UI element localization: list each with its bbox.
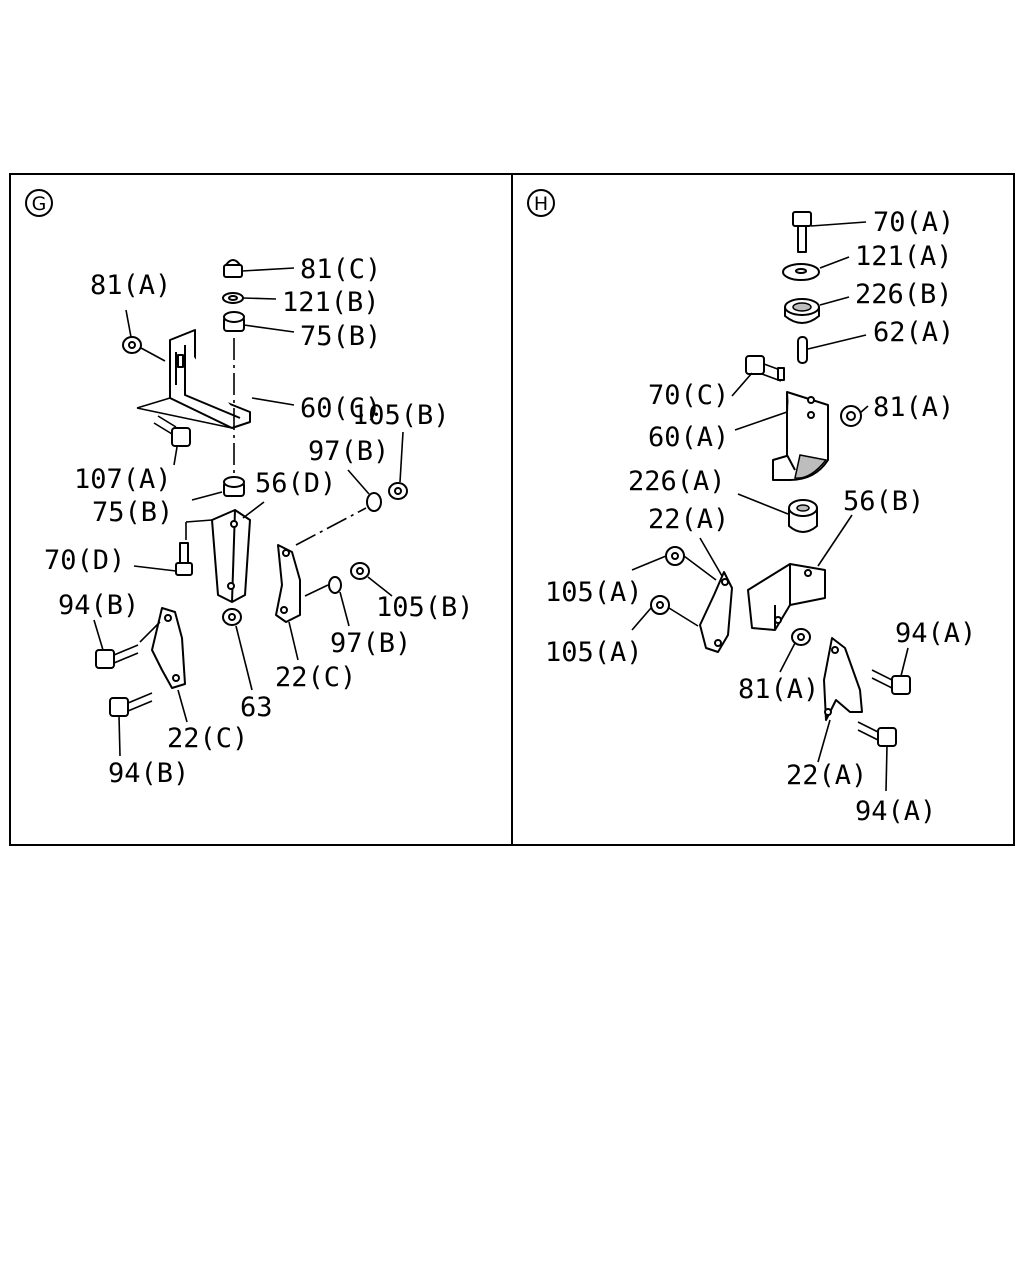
- label-h-62a: 62(A): [873, 317, 954, 348]
- label-g-63: 63: [240, 692, 273, 723]
- part-g-nut-105b-top: [388, 482, 408, 500]
- label-h-81a-bot: 81(A): [738, 674, 819, 705]
- part-g-bracket-60c: [169, 329, 251, 429]
- label-h-70a: 70(A): [873, 207, 954, 238]
- part-h-bracket-56b: [747, 563, 826, 631]
- part-h-nut-105a-top: [665, 546, 685, 566]
- label-h-121a: 121(A): [855, 241, 953, 272]
- part-g-washer-97b-bot: [328, 576, 342, 594]
- part-g-nut-81a: [122, 336, 142, 354]
- part-h-mount-226a: [788, 499, 818, 533]
- part-g-bolt-70d: [175, 542, 193, 576]
- label-g-75b-bot: 75(B): [92, 497, 173, 528]
- label-h-70c: 70(C): [648, 380, 729, 411]
- label-g-121b: 121(B): [282, 287, 380, 318]
- label-h-60a: 60(A): [648, 422, 729, 453]
- label-g-81c: 81(C): [300, 254, 381, 285]
- panel-h-badge: [527, 189, 555, 217]
- panel-g-badge: [25, 189, 53, 217]
- leaders-h: [631, 221, 909, 792]
- part-g-nut-63: [222, 608, 242, 626]
- part-h-bolt-70c: [745, 355, 785, 382]
- part-g-bracket-56d: [211, 509, 251, 603]
- part-h-strap-22a-right: [823, 637, 863, 721]
- panel-h-letter: H: [534, 193, 548, 215]
- label-h-22a-bot: 22(A): [786, 760, 867, 791]
- label-h-94a-bot: 94(A): [855, 796, 936, 827]
- label-g-22c-left: 22(C): [167, 723, 248, 754]
- part-h-pin-62a: [797, 336, 808, 364]
- part-g-bushing-bottom: [223, 476, 245, 497]
- part-g-strap-right: [275, 544, 301, 623]
- part-g-cap-nut: [223, 259, 243, 278]
- part-g-washer-hole: [228, 295, 238, 301]
- label-g-94b-top: 94(B): [58, 590, 139, 621]
- label-g-94b-bot: 94(B): [108, 758, 189, 789]
- label-h-226b: 226(B): [855, 279, 953, 310]
- label-g-70d: 70(D): [44, 545, 125, 576]
- label-g-60c: 60(C): [300, 393, 381, 424]
- label-g-97b-bot: 97(B): [330, 628, 411, 659]
- panel-g: G 81(A) 81(C) 121(B) 75(B) 60(C) 105(B) …: [25, 189, 474, 789]
- part-h-nut-81a-top: [840, 405, 862, 427]
- part-g-bolt-107a: [153, 415, 191, 447]
- part-g-nut-105b-bot: [350, 562, 370, 580]
- part-g-bushing-top: [223, 311, 245, 332]
- part-g-strap-left: [151, 607, 186, 689]
- label-g-97b-top: 97(B): [308, 436, 389, 467]
- label-h-56b: 56(B): [843, 486, 924, 517]
- label-h-105a-top: 105(A): [545, 577, 643, 608]
- panel-g-letter: G: [32, 193, 47, 215]
- part-h-nut-105a-bot: [650, 595, 670, 615]
- label-h-105a-bot: 105(A): [545, 637, 643, 668]
- part-h-nut-81a-bot: [791, 628, 811, 646]
- part-h-mount-226b: [784, 298, 820, 324]
- label-g-22c-right: 22(C): [275, 662, 356, 693]
- part-h-washer-121a-hole: [795, 268, 807, 274]
- part-h-bracket-60a: [772, 391, 829, 481]
- label-h-22a-top: 22(A): [648, 504, 729, 535]
- part-g-bolt-94b-bot: [109, 692, 153, 717]
- label-g-105b-bot: 105(B): [376, 592, 474, 623]
- part-h-bolt-94a-top: [871, 669, 911, 695]
- label-h-226a: 226(A): [628, 466, 726, 497]
- label-g-56d: 56(D): [255, 468, 336, 499]
- part-g-bolt-94b-top: [95, 644, 139, 669]
- leaders-g: [93, 267, 404, 757]
- part-h-strap-22a-left: [699, 571, 733, 653]
- label-h-94a-top: 94(A): [895, 618, 976, 649]
- part-g-washer-97b-top: [366, 492, 382, 512]
- part-h-bolt-70a: [792, 211, 812, 253]
- label-g-81a: 81(A): [90, 270, 171, 301]
- panel-h: H 70(A) 121(A) 226(B) 62(A) 70(C) 81(A) …: [527, 189, 976, 827]
- label-h-81a-top: 81(A): [873, 392, 954, 423]
- label-g-107a: 107(A): [74, 464, 172, 495]
- label-g-105b-top: 105(B): [352, 400, 450, 431]
- part-h-bolt-94a-bot: [857, 721, 897, 747]
- label-g-75b-top: 75(B): [300, 321, 381, 352]
